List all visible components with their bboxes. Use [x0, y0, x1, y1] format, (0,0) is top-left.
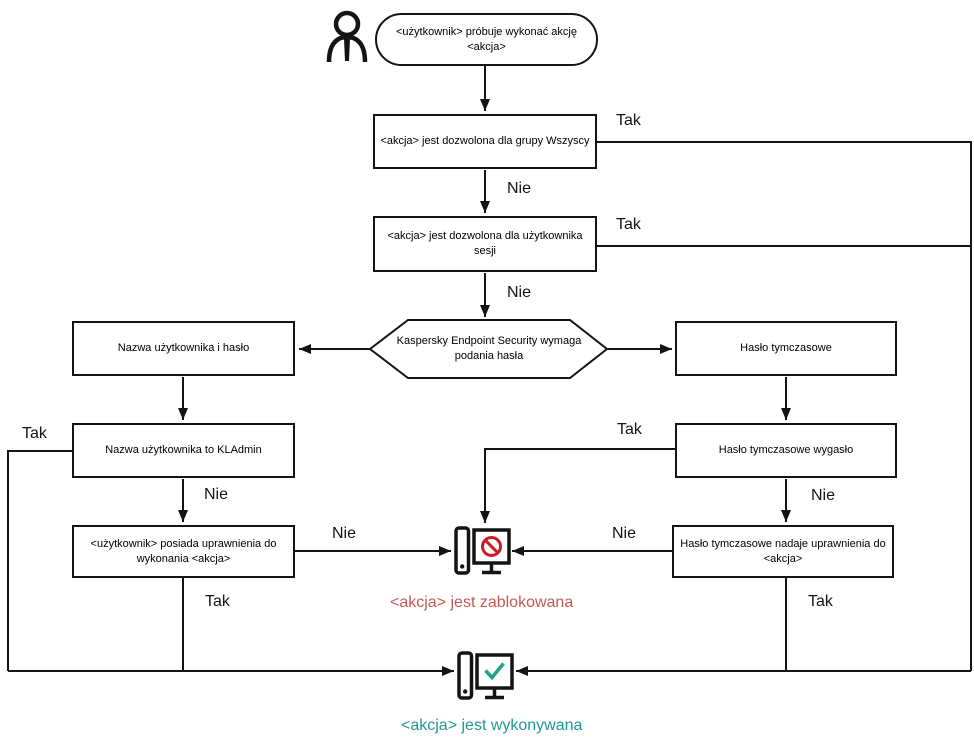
edge-label-nie-rights: Nie	[332, 525, 357, 542]
edge-label-tak-group: Tak	[616, 112, 641, 129]
computer-check-icon	[457, 651, 514, 700]
edge-label-tak-session: Tak	[616, 216, 641, 233]
node-username-password: Nazwa użytkownika i hasło	[72, 321, 295, 376]
person-icon	[326, 10, 368, 63]
connector-arrows	[8, 66, 971, 676]
caption-action-executed: <akcja> jest wykonywana	[401, 717, 583, 734]
edge-label-nie-session: Nie	[507, 284, 532, 301]
hexagon-shape	[368, 319, 609, 379]
edge-label-tak-grants: Tak	[808, 593, 833, 610]
node-kes-password-prompt: Kaspersky Endpoint Security wymaga podan…	[396, 335, 582, 362]
prohibition-icon	[481, 536, 502, 557]
node-temp-password: Hasło tymczasowe	[675, 321, 897, 376]
node-temp-expired: Hasło tymczasowe wygasło	[675, 423, 897, 478]
node-username-kladmin: Nazwa użytkownika to KLAdmin	[72, 423, 295, 478]
edge-label-nie-expired: Nie	[811, 487, 836, 504]
node-actor-action: <użytkownik> próbuje wykonać akcję <akcj…	[375, 13, 598, 66]
node-group-allowed: <akcja> jest dozwolona dla grupy Wszyscy	[373, 114, 597, 169]
node-user-has-rights: <użytkownik> posiada uprawnienia do wyko…	[72, 525, 295, 578]
edge-label-nie-group: Nie	[507, 180, 532, 197]
computer-prohibited-icon	[454, 526, 511, 575]
edge-label-tak-rights: Tak	[205, 593, 230, 610]
node-temp-grants-rights: Hasło tymczasowe nadaje uprawnienia do <…	[672, 525, 894, 578]
caption-action-blocked: <akcja> jest zablokowana	[390, 594, 574, 611]
check-icon	[484, 662, 505, 681]
node-session-allowed: <akcja> jest dozwolona dla użytkownika s…	[373, 216, 597, 272]
edge-label-nie-grants: Nie	[612, 525, 637, 542]
edge-label-tak-kladmin: Tak	[22, 425, 47, 442]
edge-label-nie-kladmin: Nie	[204, 486, 229, 503]
edge-label-tak-expired: Tak	[617, 421, 642, 438]
connector-lines	[7, 141, 972, 671]
